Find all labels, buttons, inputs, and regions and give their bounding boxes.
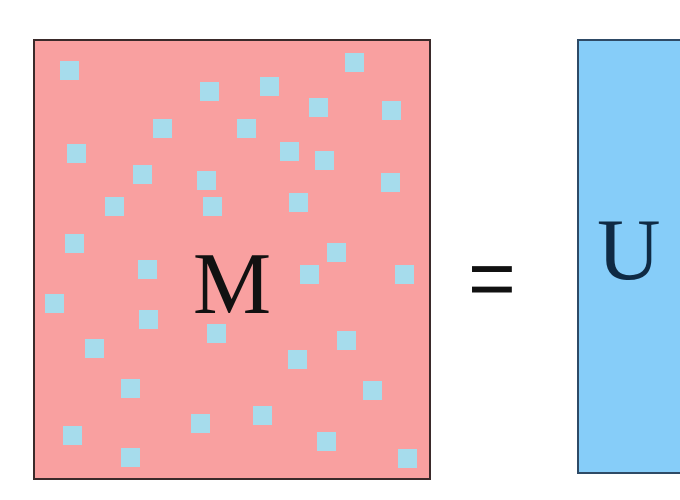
observed-entry-cell xyxy=(105,197,124,216)
observed-entry-cell xyxy=(191,414,210,433)
observed-entry-cell xyxy=(300,265,319,284)
observed-entry-cell xyxy=(382,101,401,120)
observed-entry-cell xyxy=(197,171,216,190)
observed-entry-cell xyxy=(65,234,84,253)
observed-entry-cell xyxy=(139,310,158,329)
observed-entry-cell xyxy=(317,432,336,451)
matrix-m-box: M xyxy=(33,39,431,480)
observed-entry-cell xyxy=(121,448,140,467)
observed-entry-cell xyxy=(309,98,328,117)
observed-entry-cell xyxy=(327,243,346,262)
observed-entry-cell xyxy=(85,339,104,358)
observed-entry-cell xyxy=(45,294,64,313)
observed-entry-cell xyxy=(260,77,279,96)
equals-sign: = xyxy=(468,233,516,324)
observed-entry-cell xyxy=(363,381,382,400)
observed-entry-cell xyxy=(288,350,307,369)
observed-entry-cell xyxy=(237,119,256,138)
observed-entry-cell xyxy=(398,449,417,468)
matrix-u-box: U xyxy=(577,39,680,474)
observed-entry-cell xyxy=(395,265,414,284)
observed-entry-cell xyxy=(153,119,172,138)
observed-entry-cell xyxy=(207,324,226,343)
matrix-m-label: M xyxy=(192,236,272,333)
matrix-u-label: U xyxy=(597,202,661,299)
observed-entry-cell xyxy=(121,379,140,398)
observed-entry-cell xyxy=(200,82,219,101)
observed-entry-cell xyxy=(60,61,79,80)
observed-entry-cell xyxy=(138,260,157,279)
observed-entry-cell xyxy=(337,331,356,350)
observed-entry-cell xyxy=(203,197,222,216)
observed-entry-cell xyxy=(345,53,364,72)
observed-entry-cell xyxy=(63,426,82,445)
observed-entry-cell xyxy=(253,406,272,425)
observed-entry-cell xyxy=(280,142,299,161)
observed-entry-cell xyxy=(133,165,152,184)
observed-entry-cell xyxy=(67,144,86,163)
observed-entry-cell xyxy=(381,173,400,192)
observed-entry-cell xyxy=(315,151,334,170)
observed-entry-cell xyxy=(289,193,308,212)
